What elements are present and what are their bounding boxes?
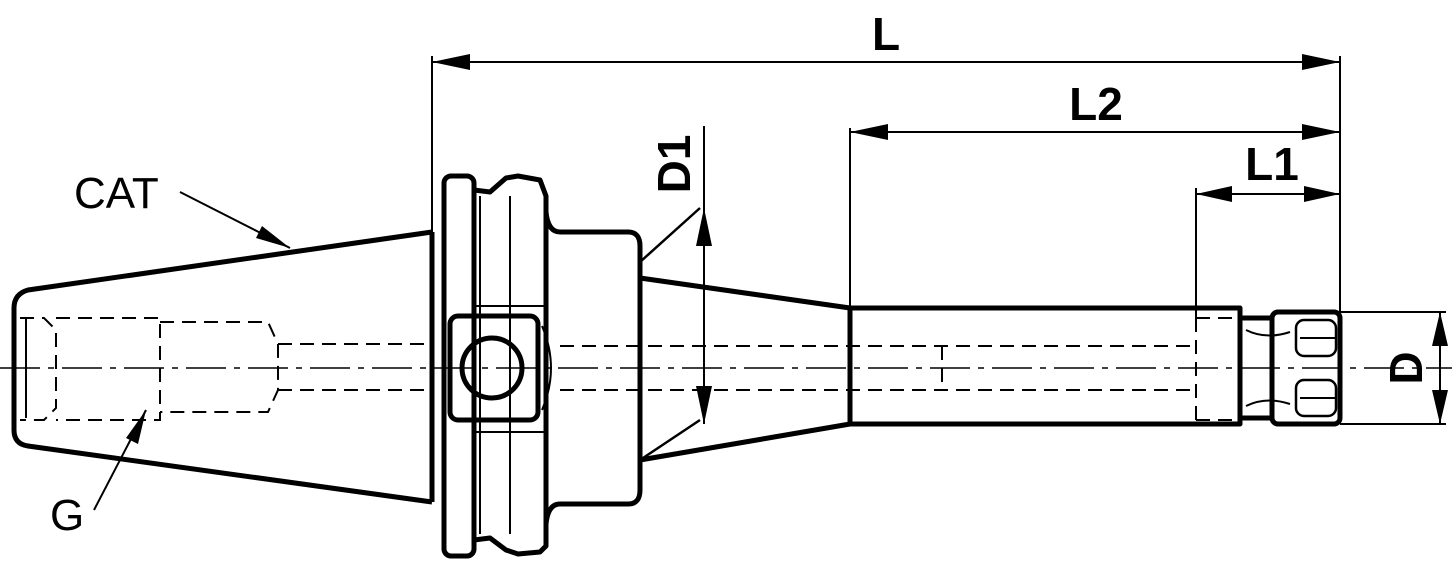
flange-v-groove — [473, 173, 549, 557]
label-L: L — [872, 8, 900, 60]
clamping-nut — [1269, 309, 1343, 427]
label-L1: L1 — [1245, 138, 1299, 190]
flange-left-ring — [441, 173, 477, 559]
internal-thread-hidden — [20, 317, 430, 421]
cat-taper — [11, 229, 433, 505]
label-L2: L2 — [1069, 78, 1123, 130]
collet-body — [847, 305, 1243, 427]
label-CAT: CAT — [74, 169, 159, 218]
label-D1: D1 — [648, 135, 700, 194]
label-G: G — [50, 491, 84, 540]
drive-slot — [447, 313, 541, 423]
neck-taper — [639, 275, 851, 463]
label-D: D — [1380, 351, 1432, 384]
drive-hole — [459, 335, 525, 401]
body-collar — [543, 211, 643, 525]
